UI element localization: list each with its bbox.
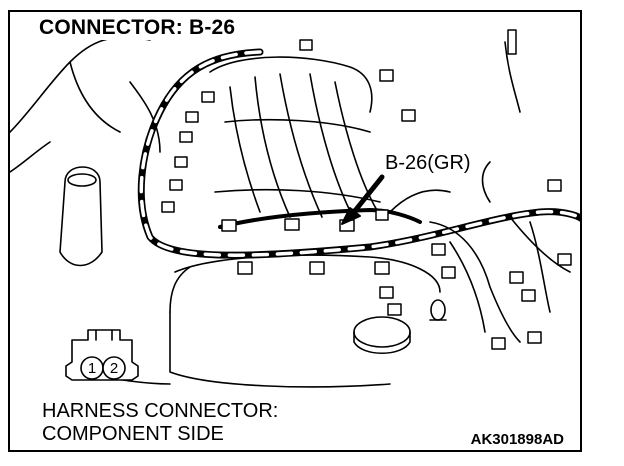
harness-connectors xyxy=(161,29,572,350)
engine-bay-drawing: 1 2 xyxy=(10,29,580,388)
caption-line-2: COMPONENT SIDE xyxy=(42,423,224,445)
callout-arrow xyxy=(341,174,385,225)
left-reservoir xyxy=(59,166,103,267)
wiring-harness xyxy=(137,41,580,343)
upper-left-bodywork xyxy=(10,36,161,173)
pin-2-label: 2 xyxy=(110,360,118,377)
pin-2-circle xyxy=(102,356,126,380)
pin-1-label: 1 xyxy=(88,360,96,377)
round-cap xyxy=(353,316,411,354)
connector-symbol: 1 2 xyxy=(65,329,139,381)
sensor-ring xyxy=(429,299,447,321)
figure-code: AK301898AD xyxy=(470,431,564,448)
intake-manifold xyxy=(209,56,381,218)
caption-line-1: HARNESS CONNECTOR: xyxy=(42,400,279,422)
diagram-frame: 1 2 CONNECTOR: B-26 B-26(GR) HARNESS CON… xyxy=(8,10,582,452)
diagram-title: CONNECTOR: B-26 xyxy=(36,16,239,40)
connector-callout-label: B-26(GR) xyxy=(383,152,473,175)
